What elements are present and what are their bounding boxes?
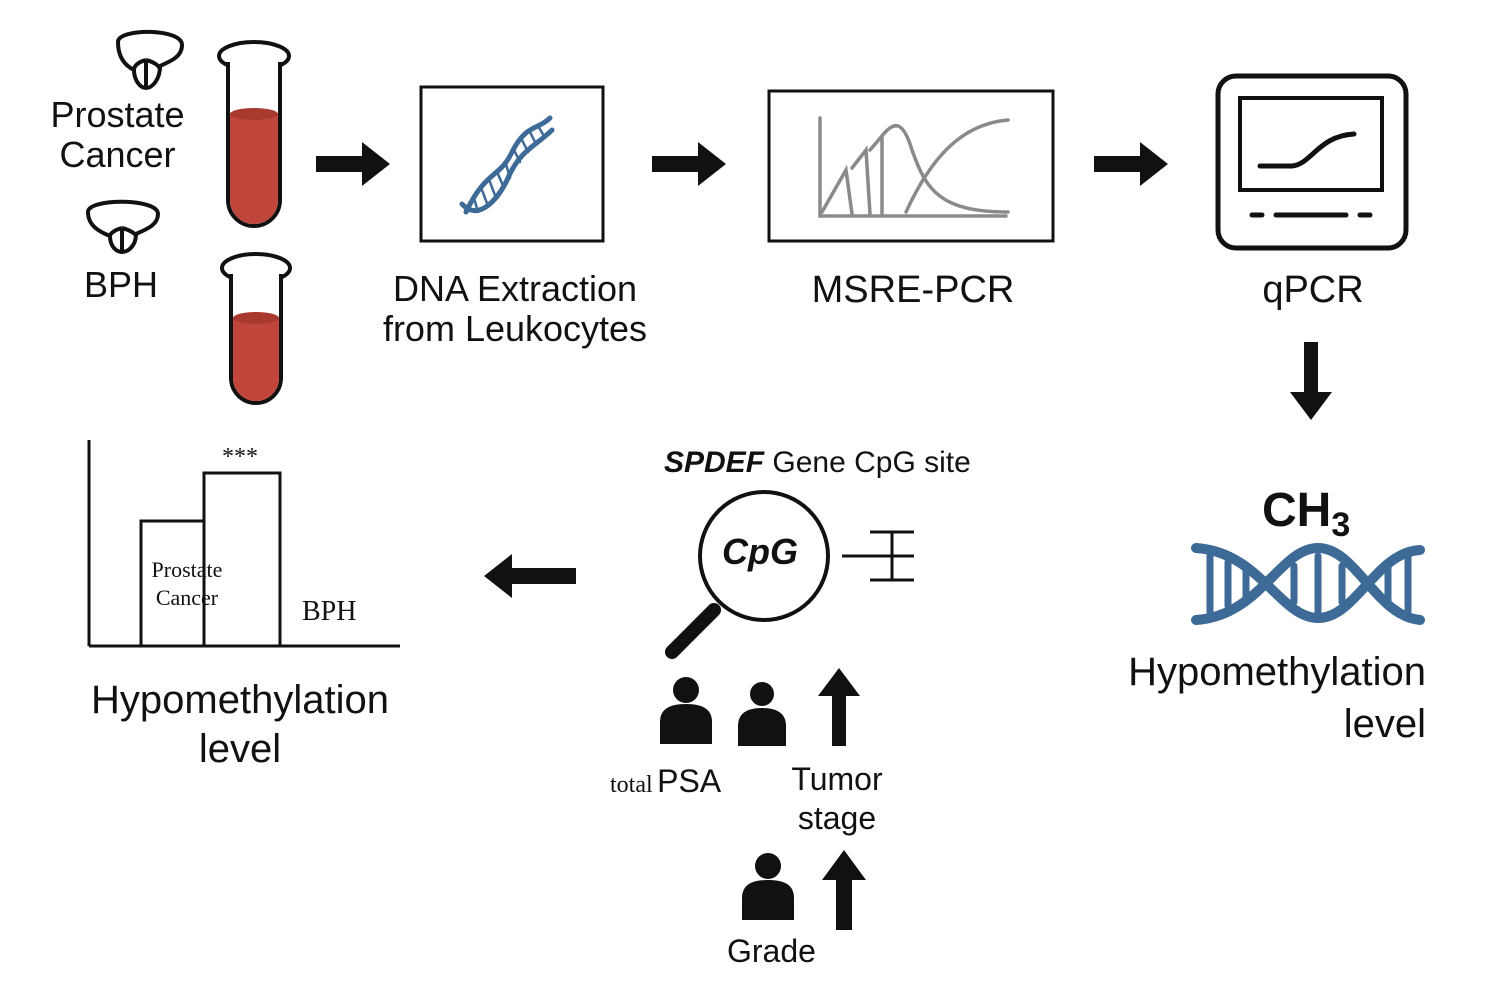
blood-tube-bph-icon <box>220 252 292 405</box>
chart-caption: Hypomethylation level <box>91 678 389 771</box>
arrow-right-icon-3 <box>1094 142 1168 186</box>
qpcr-machine-icon <box>1215 73 1409 251</box>
chart-significance: *** <box>222 444 258 470</box>
person-icon-stage <box>738 682 786 746</box>
prostate-icon <box>115 29 185 91</box>
dna-extraction-box <box>419 85 605 243</box>
arrow-down-icon <box>1290 342 1332 420</box>
pcr-curves-icon <box>818 116 1010 218</box>
arrow-up-icon-2 <box>822 850 866 930</box>
chart-label-prostate-cancer: Prostate Cancer <box>151 557 223 610</box>
arrow-up-icon <box>818 668 860 746</box>
bar-bph <box>202 471 282 648</box>
label-dna-extraction: DNA Extraction from Leukocytes <box>382 268 648 350</box>
label-hypomethylation-right: Hypomethylation level <box>1128 650 1426 746</box>
label-spdef-gene: SPDEF Gene CpG site <box>664 446 971 479</box>
arrow-left-icon <box>484 554 576 598</box>
arrow-right-icon-2 <box>652 142 726 186</box>
arrow-right-icon <box>316 142 390 186</box>
label-bph: BPH <box>84 264 159 305</box>
prostate-icon-small <box>85 199 161 255</box>
chart-label-bph: BPH <box>302 596 357 627</box>
result-bar-chart <box>87 440 400 648</box>
blood-tube-prostate-cancer-icon <box>217 40 291 228</box>
label-msre-pcr: MSRE-PCR <box>811 269 1015 311</box>
label-cpg-lens: CpG <box>722 531 798 572</box>
dna-helix-icon <box>459 115 555 215</box>
cpg-site-symbol <box>842 530 914 582</box>
label-grade: Grade <box>727 933 816 969</box>
msre-pcr-box <box>767 89 1055 243</box>
label-tumor-stage: Tumor stage <box>791 761 883 837</box>
label-ch3: CH3 <box>1262 484 1351 544</box>
label-qpcr: qPCR <box>1262 269 1364 311</box>
methylated-dna-icon <box>1191 542 1425 625</box>
person-icon-psa <box>660 677 712 744</box>
label-total-psa: total PSA <box>610 763 722 799</box>
magnifier-icon <box>665 490 830 659</box>
label-prostate-cancer: Prostate Cancer <box>50 94 185 176</box>
person-icon-grade <box>742 853 794 920</box>
